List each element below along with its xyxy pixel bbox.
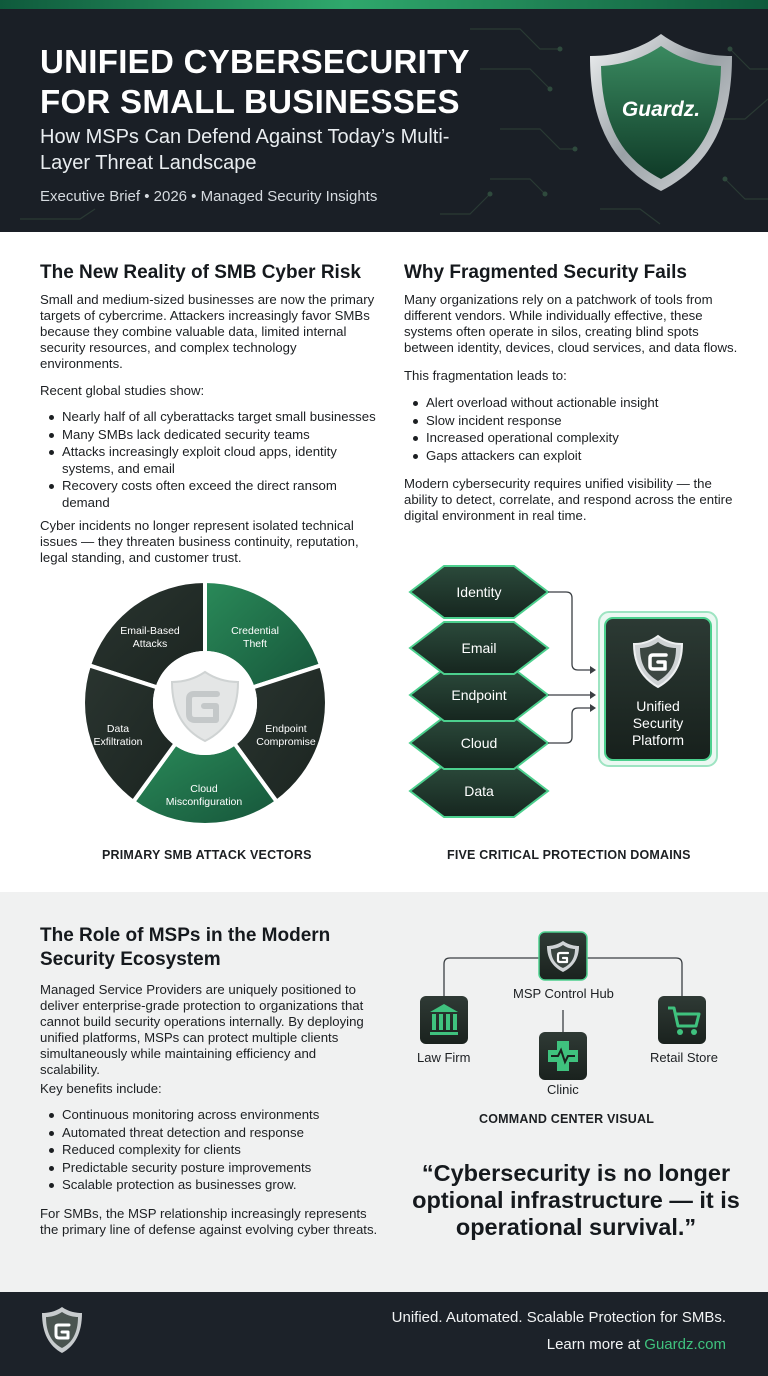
segment-label-line2: Attacks	[133, 638, 167, 650]
footer-shield-icon	[42, 1307, 82, 1353]
risk-closing: Cyber incidents no longer represent isol…	[40, 518, 359, 565]
guardz-shield-logo: Guardz.	[590, 34, 732, 191]
clinic-medical-cross-icon	[539, 1032, 587, 1080]
shield-watermark-icon	[170, 670, 240, 743]
hub-center-label: MSP Control Hub	[513, 986, 614, 1001]
page-subtitle: How MSPs Can Defend Against Today’s Mult…	[40, 126, 450, 174]
protection-domains-caption: FIVE CRITICAL PROTECTION DOMAINS	[447, 848, 691, 862]
msp-section	[0, 892, 768, 1292]
segment-label-line2: Compromise	[256, 736, 316, 748]
footer-tagline: Unified. Automated. Scalable Protection …	[391, 1309, 726, 1326]
list-item: Continuous monitoring across environment…	[49, 1107, 385, 1124]
protection-domains-diagram: Identity Email Endpoint Cloud Data Unifi…	[408, 565, 718, 818]
command-center-caption: COMMAND CENTER VISUAL	[479, 1112, 655, 1126]
msp-hub-icon	[538, 931, 588, 981]
attack-vectors-caption: PRIMARY SMB ATTACK VECTORS	[102, 848, 312, 862]
learn-more-prefix: Learn more at	[546, 1336, 645, 1353]
list-item: Slow incident response	[413, 413, 749, 430]
brief-meta: Executive Brief • 2026 • Managed Securit…	[40, 188, 378, 205]
domain-layer-email	[408, 621, 550, 675]
domain-label: Endpoint	[451, 687, 506, 703]
header-banner: UNIFIED CYBERSECURITY FOR SMALL BUSINESS…	[0, 0, 768, 232]
msp-benefits-lead: Key benefits include:	[40, 1081, 162, 1096]
msp-closing: For SMBs, the MSP relationship increasin…	[40, 1206, 378, 1237]
list-item: Automated threat detection and response	[49, 1125, 385, 1142]
msp-benefits-list: Continuous monitoring across environment…	[40, 1107, 385, 1195]
client-label-law-firm: Law Firm	[417, 1050, 471, 1065]
circuit-background-graphic	[20, 28, 768, 225]
list-item: Recovery costs often exceed the direct r…	[49, 478, 380, 511]
list-item: Scalable protection as businesses grow.	[49, 1177, 385, 1194]
platform-label-line2: Security	[633, 715, 684, 731]
segment-label-line1: Data	[107, 723, 129, 735]
risk-heading: The New Reality of SMB Cyber Risk	[40, 262, 361, 283]
segment-label-line2: Misconfiguration	[166, 796, 243, 808]
command-center-diagram	[420, 931, 706, 1080]
client-label-retail-store: Retail Store	[650, 1050, 718, 1065]
fragmented-lead: This fragmentation leads to:	[404, 368, 567, 383]
msp-heading: The Role of MSPs in the Modern Security …	[40, 925, 331, 970]
msp-intro: Managed Service Providers are uniquely p…	[40, 982, 364, 1077]
platform-label-line1: Unified	[636, 698, 680, 714]
domain-label: Cloud	[461, 735, 498, 751]
page-title: UNIFIED CYBERSECURITY FOR SMALL BUSINESS…	[40, 43, 470, 120]
unified-platform-card	[604, 617, 712, 761]
fragmented-bullet-list: Alert overload without actionable insigh…	[404, 395, 749, 465]
client-label-clinic: Clinic	[547, 1082, 579, 1097]
list-item: Gaps attackers can exploit	[413, 448, 749, 465]
segment-label-line2: Theft	[243, 638, 267, 650]
domain-label: Email	[461, 640, 496, 656]
footer-learn-more: Learn more at Guardz.com	[547, 1336, 726, 1353]
segment-label-line1: Email-Based	[120, 625, 180, 637]
list-item: Attacks increasingly exploit cloud apps,…	[49, 444, 380, 477]
platform-shield-icon	[632, 634, 684, 689]
attack-vectors-ring: Email-Based Attacks Credential Theft End…	[81, 578, 329, 827]
platform-label-line3: Platform	[632, 732, 684, 748]
fragmented-closing: Modern cybersecurity requires unified vi…	[404, 476, 733, 523]
list-item: Alert overload without actionable insigh…	[413, 395, 749, 412]
segment-label-line1: Endpoint	[265, 723, 307, 735]
risk-intro: Small and medium-sized businesses are no…	[40, 292, 375, 371]
segment-label-line1: Credential	[231, 625, 279, 637]
fragmented-heading: Why Fragmented Security Fails	[404, 262, 687, 283]
guardz-website-link[interactable]: Guardz.com	[644, 1336, 726, 1353]
connector-arrows	[548, 591, 590, 744]
list-item: Reduced complexity for clients	[49, 1142, 385, 1159]
retail-store-cart-icon	[658, 996, 706, 1044]
domain-label: Data	[464, 783, 494, 799]
header-accent-bar	[0, 0, 768, 9]
fragmented-intro: Many organizations rely on a patchwork o…	[404, 292, 738, 355]
segment-label-line2: Exfiltration	[93, 736, 142, 748]
pull-quote: “Cybersecurity is no longer optional inf…	[412, 1160, 740, 1240]
list-item: Increased operational complexity	[413, 430, 749, 447]
risk-bullet-list: Nearly half of all cyberattacks target s…	[40, 409, 380, 512]
list-item: Predictable security posture improvement…	[49, 1160, 385, 1177]
domain-label: Identity	[456, 584, 501, 600]
studies-lead: Recent global studies show:	[40, 383, 205, 398]
logo-wordmark: Guardz.	[622, 98, 700, 121]
list-item: Many SMBs lack dedicated security teams	[49, 427, 380, 444]
footer: Unified. Automated. Scalable Protection …	[0, 1292, 768, 1376]
list-item: Nearly half of all cyberattacks target s…	[49, 409, 380, 426]
law-firm-bank-icon	[420, 996, 468, 1044]
segment-label-line1: Cloud	[190, 783, 218, 795]
